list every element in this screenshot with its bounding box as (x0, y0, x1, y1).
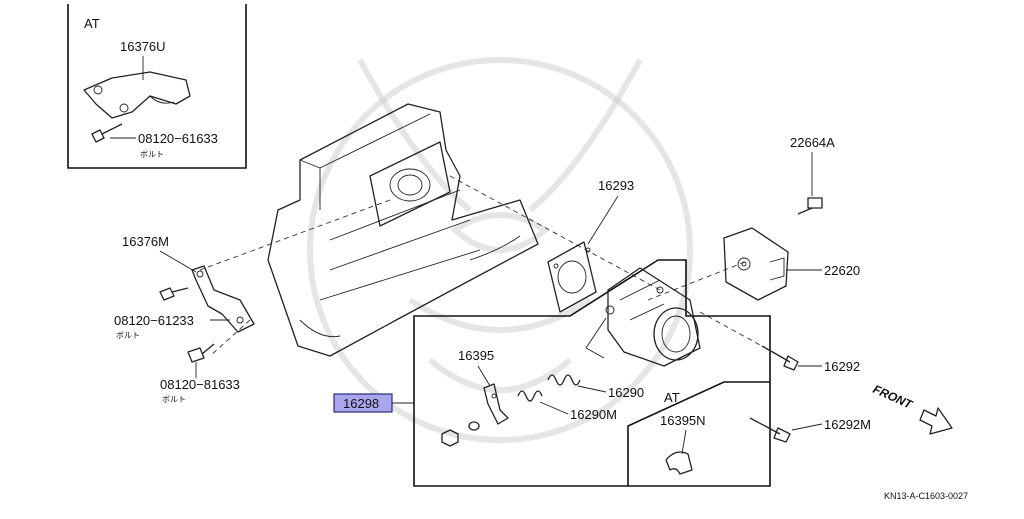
throttle-sensor-22620 (723, 227, 789, 301)
spring-16290 (547, 374, 581, 386)
washer-and-nut (441, 421, 480, 447)
label-bolt-kana-at: ボルト (140, 150, 164, 159)
label-08120-61633-at: 08120−61633 (138, 131, 218, 146)
label-16290m: 16290M (570, 407, 617, 422)
front-label: FRONT (871, 382, 916, 412)
spring-16290m (517, 390, 543, 402)
front-arrow-icon (919, 407, 953, 435)
throttle-body-assembly-box (413, 259, 771, 487)
label-08120-61233: 08120−61233 (114, 313, 194, 328)
label-16395: 16395 (458, 348, 494, 363)
label-bolt-kana-61233: ボルト (116, 331, 140, 340)
throttle-body (585, 267, 701, 367)
screw-16292m (749, 417, 791, 443)
watermark-emblem (307, 57, 693, 443)
label-16395n: 16395N (660, 413, 706, 428)
gasket-16293 (547, 241, 597, 313)
label-16376m: 16376M (122, 234, 169, 249)
reference-code: KN13-A-C1603-0027 (884, 491, 968, 501)
bolt-at-inset (91, 123, 123, 143)
label-16292: 16292 (824, 359, 860, 374)
at-inset-tag: AT (84, 16, 100, 31)
label-bolt-kana-81633: ボルト (162, 395, 186, 404)
lever-16395 (483, 383, 509, 425)
lever-16395n (665, 451, 693, 475)
at-inset: AT 16376U 08120−61633 ボルト (67, 4, 247, 169)
screw-16292 (761, 345, 799, 371)
bolt-08120-81633 (187, 343, 215, 363)
label-16298[interactable]: 16298 (343, 396, 379, 411)
label-16376u: 16376U (120, 39, 166, 54)
label-22664a: 22664A (790, 135, 835, 150)
label-16292m: 16292M (824, 417, 871, 432)
bracket-16376u (83, 71, 191, 119)
label-16293: 16293 (598, 178, 634, 193)
part-16298-callout[interactable]: 16298 (333, 393, 393, 413)
screw-22664a (797, 197, 823, 215)
label-22620: 22620 (824, 263, 860, 278)
at-inset-frame (67, 4, 247, 169)
at-box-tag: AT (664, 390, 680, 405)
bolt-08120-61233 (159, 287, 189, 301)
bracket-16376m (191, 265, 255, 333)
label-08120-81633: 08120−81633 (160, 377, 240, 392)
label-16290: 16290 (608, 385, 644, 400)
